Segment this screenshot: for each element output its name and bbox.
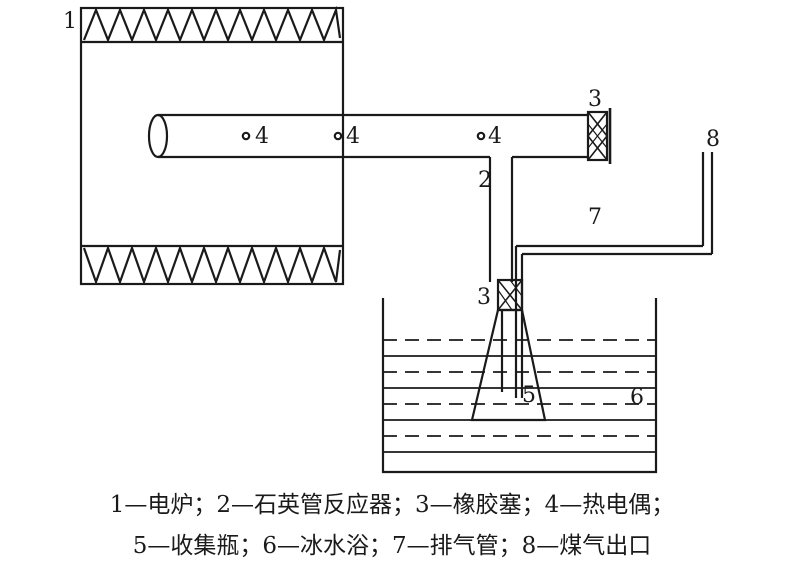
label-furnace: 1: [63, 9, 77, 34]
label-thermocouple-2: 4: [346, 124, 360, 149]
label-reactor-tube: 2: [478, 168, 492, 193]
label-exhaust-pipe: 7: [588, 205, 602, 230]
furnace-body: [79, 6, 345, 286]
label-ice-bath: 6: [630, 385, 644, 410]
label-stopper-top: 3: [588, 87, 602, 112]
caption-line-1: 1—电炉；2—石英管反应器；3—橡胶塞；4—热电偶；: [110, 492, 675, 518]
label-gas-outlet: 8: [706, 127, 720, 152]
exhaust-pipe: [514, 152, 714, 398]
thermocouple-point-1: [241, 131, 251, 141]
thermocouple-point-3: [476, 131, 486, 141]
label-collection-bottle: 5: [522, 383, 536, 408]
bath-vessel: [381, 298, 658, 474]
reactor-open-end: [147, 113, 169, 159]
thermocouple-point-2: [333, 131, 343, 141]
caption-line-2: 5—收集瓶；6—冰水浴；7—排气管；8—煤气出口: [133, 533, 652, 559]
electric-furnace: [79, 5, 345, 286]
label-stopper-bottom: 3: [477, 285, 491, 310]
ice-water-bath: [381, 298, 658, 474]
furnace-bottom-heating-coil: [82, 244, 342, 286]
rubber-stopper-bottle: [496, 278, 524, 312]
rubber-stopper-tube-end: [586, 108, 612, 164]
quartz-tube-reactor: [147, 113, 588, 282]
label-thermocouple-1: 4: [255, 124, 269, 149]
furnace-top-heating-coil: [82, 5, 342, 43]
label-thermocouple-3: 4: [488, 124, 502, 149]
